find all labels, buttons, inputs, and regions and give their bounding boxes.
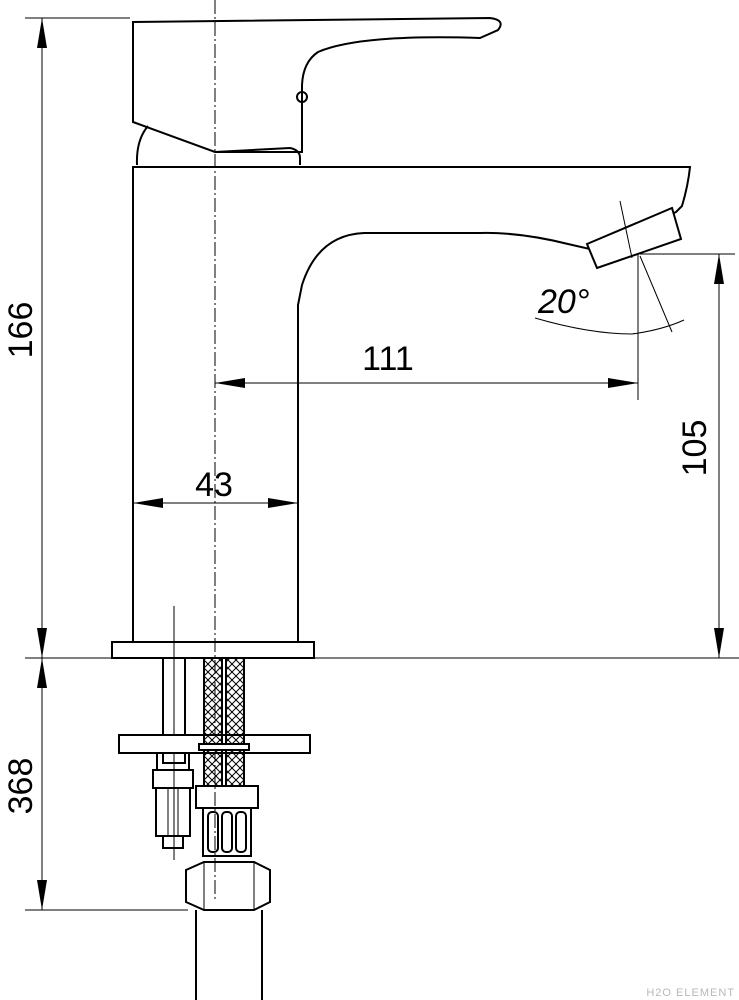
braided-hose [198,657,250,787]
total-height-label: 166 [2,302,40,359]
hose-fitting [185,785,271,1000]
dimension-body-width: 43 [133,466,298,508]
spout-height-label: 105 [676,420,714,477]
dimension-spout-reach: 111 [215,254,639,400]
dimension-total-height: 166 [2,17,130,658]
handle-lever [132,16,502,166]
hose-length-label: 368 [2,758,40,815]
body-width-label: 43 [195,466,233,504]
dimension-hose-length: 368 [2,658,188,911]
faucet-body [132,166,692,643]
mounting-stud [152,606,194,860]
spout-reach-label: 111 [362,340,414,378]
brand-watermark: H2O ELEMENT [646,987,735,999]
dimension-spout-angle: 20° [534,255,685,335]
spout-angle-label: 20° [537,283,589,321]
dimension-spout-height: 105 [640,253,735,658]
aerator [585,200,683,270]
base-plate [111,641,315,659]
